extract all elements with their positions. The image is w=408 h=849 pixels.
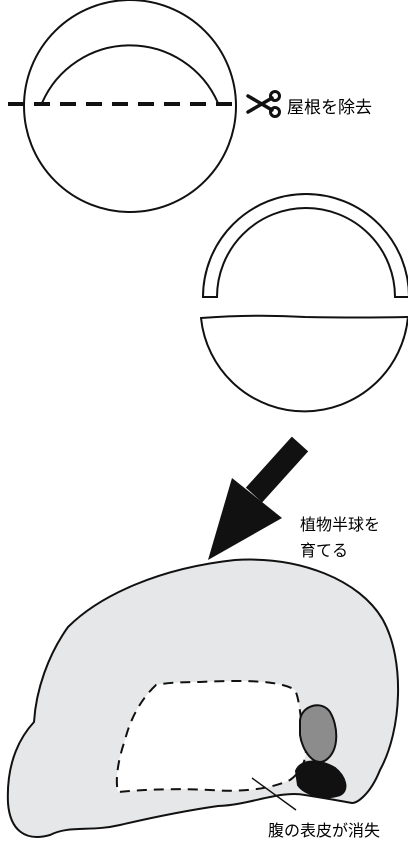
leader-line bbox=[251, 777, 297, 811]
down-left-arrow-icon bbox=[208, 436, 309, 560]
roof-cap bbox=[201, 193, 408, 298]
grown-embryo bbox=[6, 558, 400, 838]
black-structure bbox=[294, 760, 347, 798]
separated-sphere bbox=[199, 193, 408, 413]
intact-sphere bbox=[8, 0, 237, 213]
grow-label-line1: 植物半球を bbox=[300, 515, 380, 534]
belly-epidermis-label: 腹の表皮が消失 bbox=[268, 821, 380, 840]
roof-inner-arc bbox=[41, 44, 219, 104]
vegetal-hemisphere bbox=[199, 314, 408, 413]
gray-structure bbox=[299, 704, 338, 763]
cut-roof-label: 屋根を除去 bbox=[287, 98, 372, 118]
lost-epidermis-region bbox=[115, 679, 307, 794]
scissors-icon bbox=[246, 90, 281, 118]
grow-label-line2: 育てる bbox=[300, 541, 348, 560]
